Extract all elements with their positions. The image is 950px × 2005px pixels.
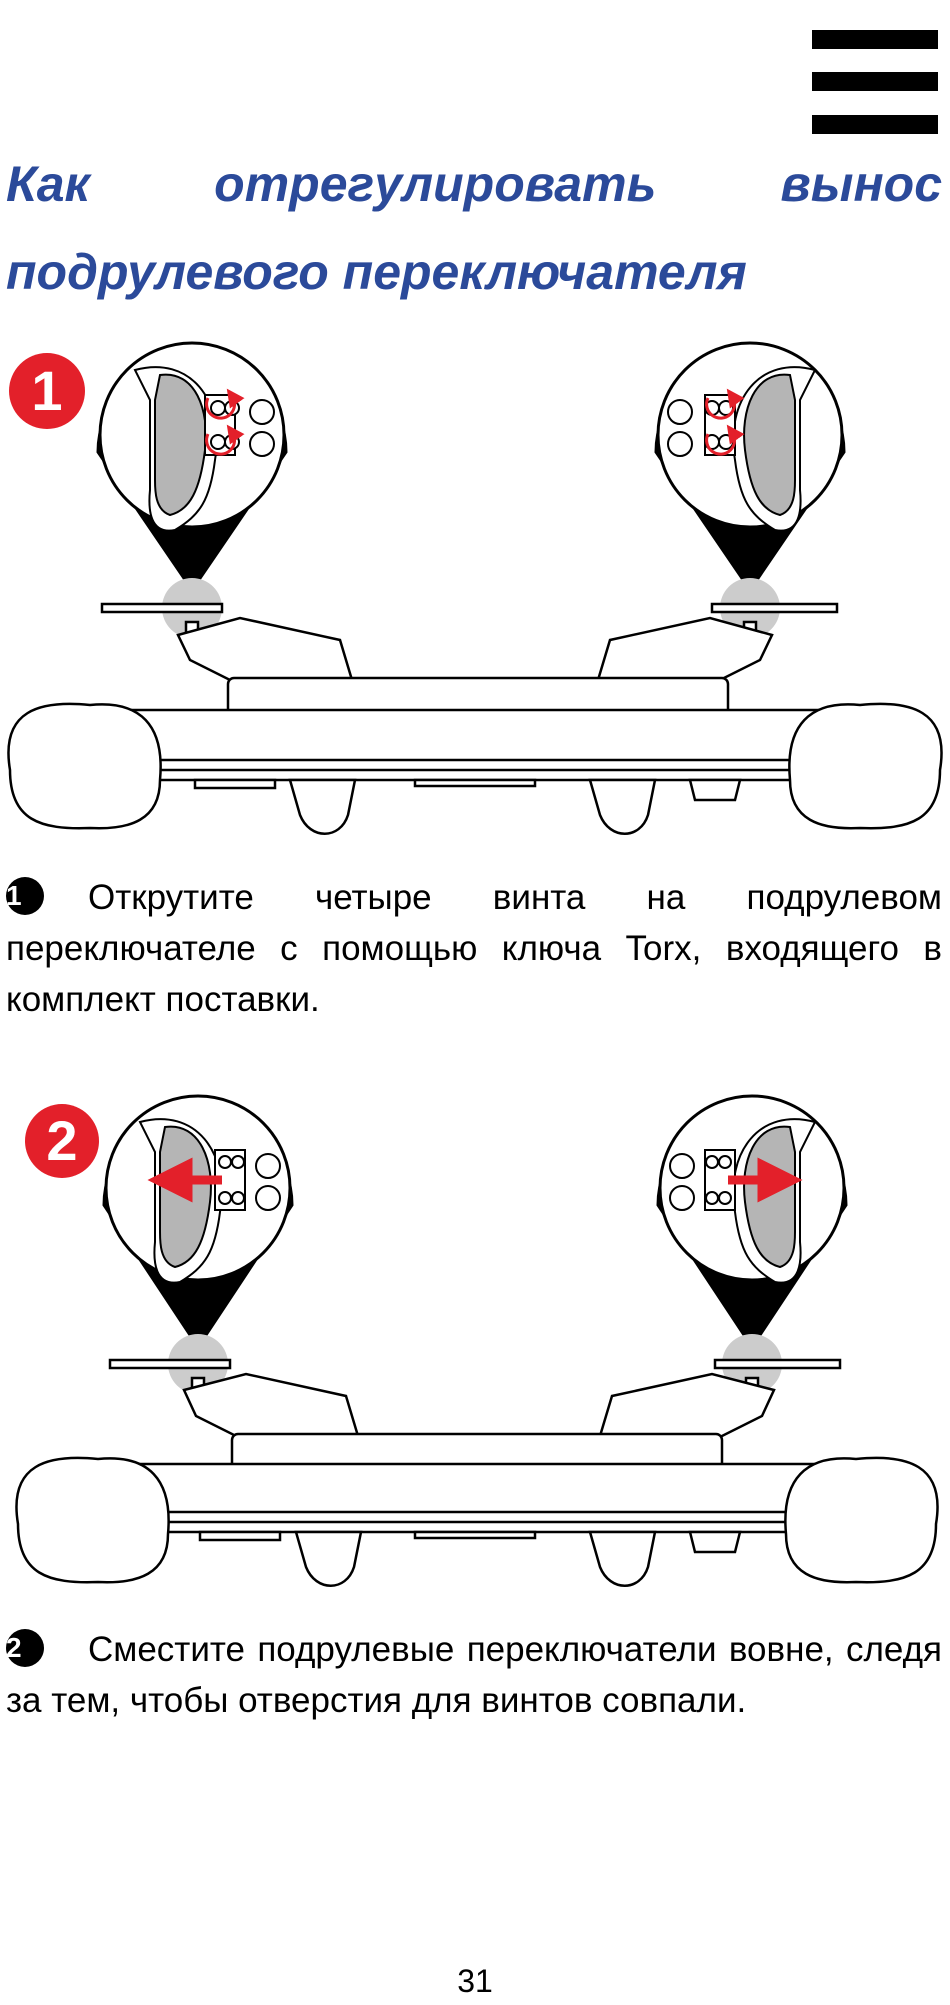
hamburger-menu-icon[interactable] (812, 30, 938, 134)
left-paddle-zoom (96, 341, 288, 593)
step-2-badge: 2 (25, 1104, 99, 1178)
page-title: Как отрегулировать вынос подрулевого пер… (6, 156, 942, 300)
svg-text:2: 2 (46, 1109, 77, 1172)
step-2-bullet: 2 (6, 1629, 44, 1667)
step-1-description: Открутите четыре винта на подрулевом пер… (6, 878, 942, 1019)
right-paddle-zoom (654, 341, 846, 593)
step-2-description: Сместите подрулевые переключатели вовне,… (6, 1630, 942, 1720)
wheel-base-drawing (15, 1334, 939, 1587)
step-1-illustration: 1 (7, 341, 943, 835)
svg-text:1: 1 (31, 359, 62, 422)
page-number: 31 (457, 1963, 493, 1999)
wheel-base-drawing (7, 578, 943, 835)
step-1-bullet: 1 (6, 877, 44, 915)
step-2-illustration: 2 (15, 1094, 939, 1587)
left-paddle-zoom (102, 1094, 294, 1350)
right-paddle-zoom (656, 1094, 848, 1350)
step-1-badge: 1 (9, 353, 85, 429)
